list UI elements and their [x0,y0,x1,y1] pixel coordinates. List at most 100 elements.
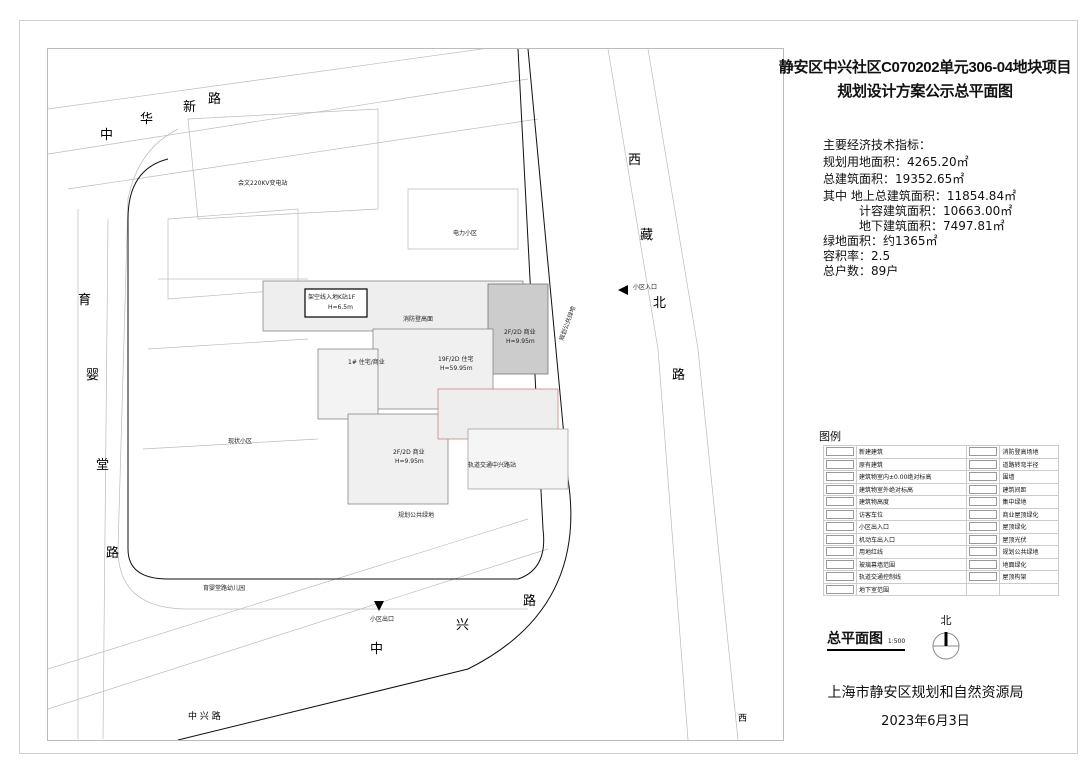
legend-symbol-icon [826,497,854,507]
legend-item-label: 玻璃幕墙范围 [855,557,968,571]
road-name-char: 路 [672,367,685,383]
legend-symbol-icon [826,584,854,594]
legend-symbol-icon [826,547,854,557]
legend-symbol-icon [826,472,854,482]
road-name-char: 兴 [456,618,469,633]
entrance-east-label: 小区入口 [633,283,657,291]
legend-row: 玻璃幕墙范围 地面绿化 [823,557,1059,571]
info-panel: 静安区中兴社区C070202单元306-04地块项目 规划设计方案公示总平面图 … [779,48,1072,739]
legend-item-label: 机动车出入口 [855,532,968,546]
building-label: 2F/2D 商业 [393,448,425,456]
road-name-char: 华 [140,112,153,127]
exit-south-label: 小区出口 [370,615,394,623]
legend-row: 建筑物室内±0.00绝对标高围墙 [823,470,1059,484]
road-name-char: 西 [628,153,641,168]
legend-item-label: 地下室范围 [855,582,968,596]
legend-symbol-icon [826,559,854,569]
legend-symbol-icon [969,534,998,544]
legend-row: 地下室范围 [823,582,1059,596]
legend-table: 新建建筑消防登高场地原有建筑道路转弯半径建筑物室内±0.00绝对标高围墙建筑物室… [823,445,1059,596]
legend-item-label: 集中绿地 [999,495,1059,509]
road-names: 中 华 新 路 育 婴 堂 路 西 藏 北 路 中 兴 路 中 兴 路 西 [78,91,747,724]
road-name-char: 中 [100,128,113,143]
legend-row: 建筑物高度 集中绿地 [823,495,1059,509]
building-height-label: H=59.95m [440,365,473,372]
indicator-item: 规划用地面积：4265.20㎡ [823,155,969,169]
legend-symbol-icon [969,522,998,532]
entrance-arrows [374,285,628,611]
indicators-heading: 主要经济技术指标： [823,138,932,152]
building-label: 19F/2D 住宅 [438,355,473,363]
legend-item-label: 建筑物高度 [855,495,968,509]
building-height-label: H=9.95m [506,338,535,345]
legend-symbol-icon [826,509,854,519]
fire-access-label: 消防登高面 [403,315,433,323]
road-name-small: 西 [738,713,747,724]
legend-symbol-icon [969,509,998,519]
road-name-char: 婴 [86,368,99,383]
north-arrow-icon: 北 [926,612,966,662]
green-east-label: 规划公共绿地 [557,305,577,342]
scale-title: 总平面图 1:500 [827,628,906,651]
road-name-char: 路 [106,545,119,561]
road-name-char: 堂 [96,458,109,473]
sheet-frame [19,20,1078,754]
block-boundary [127,49,545,580]
indicator-item: 地下建筑面积：7497.81㎡ [823,219,1005,233]
road-name-char: 路 [208,91,221,107]
entrance-arrow-icon [618,285,628,295]
legend-title: 图例 [819,430,841,443]
road-name-char: 育 [78,292,91,308]
indicator-item: 容积率：2.5 [823,249,891,263]
legend-item-label [999,582,1059,596]
metro-label: 轨道交通中兴路站 [468,461,516,469]
road-name-small: 中 兴 路 [188,710,221,722]
scale-label: 总平面图 [827,631,883,647]
legend-item-label: 建筑物室外绝对标高 [855,482,968,496]
land-boundary [177,49,572,740]
issuing-authority: 上海市静安区规划和自然资源局 [827,685,1024,701]
legend-item-label: 商业屋顶绿化 [999,507,1059,521]
legend-item-label: 原有建筑 [855,457,968,471]
building-height-label: H=9.95m [395,458,424,465]
legend-symbol-icon [969,572,998,582]
issue-date: 2023年6月3日 [881,714,970,729]
kindergarten-label: 育婴堂路幼儿园 [203,584,245,592]
legend-item-label: 屋顶绿化 [999,520,1059,534]
north-label: 北 [940,614,952,627]
legend-row: 轨道交通控制线屋顶构架 [823,570,1059,584]
road-name-char: 新 [183,99,196,115]
legend-symbol-icon [969,484,998,494]
exit-arrow-icon [374,601,384,611]
legend-symbol-icon [826,459,854,469]
building-label: 1# 住宅/商业 [348,358,385,366]
title-line-1: 静安区中兴社区C070202单元306-04地块项目 [778,59,1072,76]
legend-row: 新建建筑消防登高场地 [823,445,1059,459]
scale-ratio: 1:500 [887,638,906,645]
legend-row: 机动车出入口屋顶光伏 [823,532,1059,546]
legend-symbol-icon [969,497,998,507]
building-label: 2F/2D 商业 [504,328,536,336]
site-plan-drawing: 中 华 新 路 育 婴 堂 路 西 藏 北 路 中 兴 路 中 兴 路 西 会文… [48,49,747,740]
legend-row: 原有建筑道路转弯半径 [823,457,1059,471]
legend-row: 用地红线规划公共绿地 [823,545,1059,559]
site-plan-map[interactable]: 中 华 新 路 育 婴 堂 路 西 藏 北 路 中 兴 路 中 兴 路 西 会文… [47,48,784,741]
indicator-item: 其中 地上总建筑面积：11854.84㎡ [823,189,1017,203]
legend-symbol-icon [969,472,998,482]
road-name-char: 中 [370,642,383,657]
substation-label: 会文220KV变电站 [238,179,288,187]
legend-symbol-icon [969,559,998,569]
legend-item-label: 用地红线 [855,545,968,559]
site-buildings [262,280,569,505]
legend-item-label: 轨道交通控制线 [855,570,968,584]
legend-row: 小区出入口屋顶绿化 [823,520,1059,534]
legend-symbol-icon [826,447,854,457]
legend-symbol-icon [826,534,854,544]
road-lines [48,49,739,740]
legend-symbol-icon [826,484,854,494]
building-label: 架空线入地K站1F [308,293,356,301]
indicator-item: 总户数：89户 [823,264,899,278]
legend-item-label: 建筑间距 [999,482,1059,496]
legend-symbol-icon [969,547,998,557]
legend-item-label: 地面绿化 [999,557,1059,571]
